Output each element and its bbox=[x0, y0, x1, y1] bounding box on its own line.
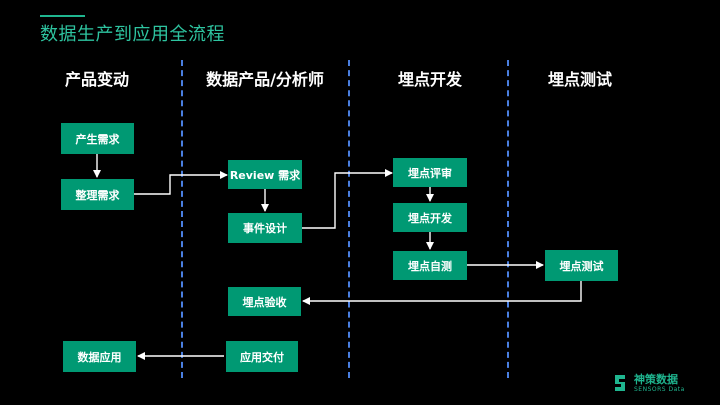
slide-title: 数据生产到应用全流程 bbox=[40, 24, 225, 45]
node-demand-organize: 整理需求 bbox=[61, 179, 134, 210]
logo-name-cn: 神策数据 bbox=[634, 372, 678, 386]
title-accent-line bbox=[40, 15, 85, 17]
node-tracking-review: 埋点评审 bbox=[393, 158, 467, 187]
node-data-application: 数据应用 bbox=[63, 341, 136, 372]
arrow-sort-to-review bbox=[134, 171, 228, 195]
logo-name-en: SENSORS Data bbox=[634, 385, 685, 393]
arrow-test-to-acceptance bbox=[302, 281, 582, 305]
lane-divider bbox=[181, 60, 183, 378]
node-event-design: 事件设计 bbox=[228, 213, 302, 243]
node-tracking-dev: 埋点开发 bbox=[393, 203, 467, 232]
node-self-test: 埋点自测 bbox=[393, 251, 467, 280]
lane-divider bbox=[348, 60, 350, 378]
column-header-product: 产品变动 bbox=[64, 70, 130, 89]
sensors-logo-icon bbox=[615, 375, 625, 391]
node-review-demand: Review 需求 bbox=[228, 160, 302, 189]
node-app-delivery: 应用交付 bbox=[226, 341, 298, 372]
sensors-data-logo: 神策数据 SENSORS Data bbox=[612, 373, 685, 393]
node-tracking-test: 埋点测试 bbox=[545, 250, 618, 281]
column-header-tracking-test: 埋点测试 bbox=[547, 70, 613, 89]
column-header-data-analyst: 数据产品/分析师 bbox=[206, 70, 324, 89]
column-header-tracking-dev: 埋点开发 bbox=[397, 70, 463, 89]
arrow-design-to-track-review bbox=[302, 169, 393, 229]
lane-divider bbox=[507, 60, 509, 378]
node-demand-generation: 产生需求 bbox=[61, 123, 134, 154]
node-tracking-acceptance: 埋点验收 bbox=[228, 287, 301, 316]
